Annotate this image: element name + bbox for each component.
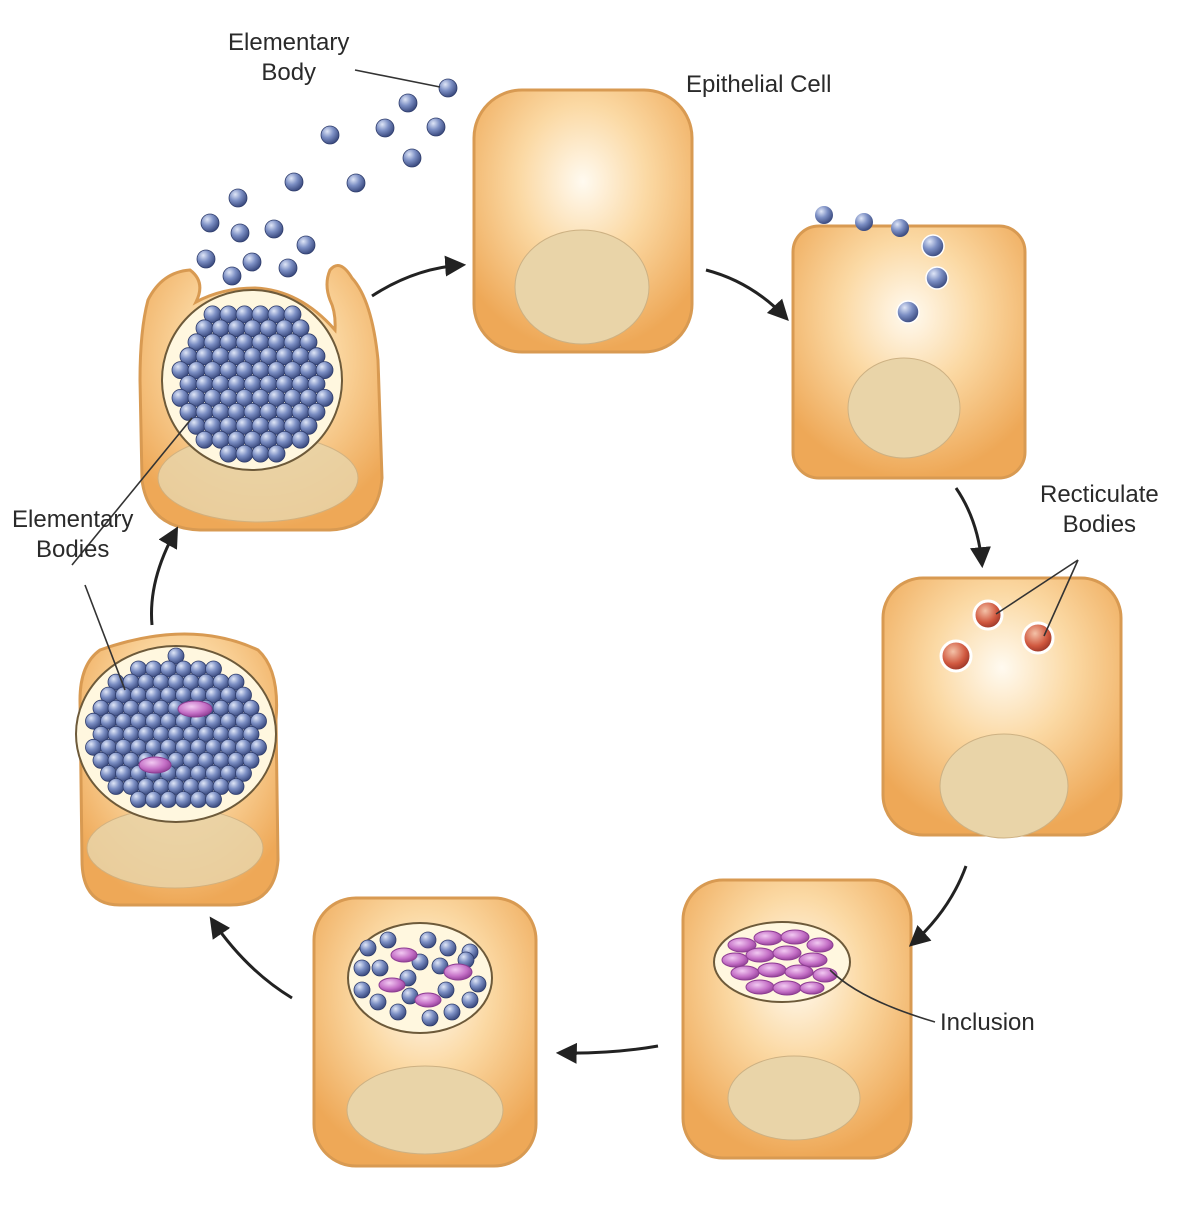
elementary-body bbox=[427, 118, 445, 136]
arrow-inclusion-to-mixed bbox=[560, 1046, 658, 1053]
elementary-body bbox=[422, 1010, 438, 1026]
elementary-body bbox=[243, 253, 261, 271]
elementary-body bbox=[161, 792, 177, 808]
elementary-body bbox=[236, 445, 253, 462]
cell-reticulate-bodies bbox=[883, 578, 1121, 838]
reticulate-body bbox=[974, 601, 1002, 629]
elementary-body bbox=[926, 267, 948, 289]
leader-elementary-body bbox=[355, 70, 440, 87]
elementary-body bbox=[252, 445, 269, 462]
nucleus bbox=[940, 734, 1068, 838]
elementary-body bbox=[376, 119, 394, 137]
label-epithelial-cell: Epithelial Cell bbox=[686, 70, 831, 100]
elementary-body bbox=[390, 1004, 406, 1020]
elementary-body bbox=[440, 940, 456, 956]
elementary-body bbox=[285, 173, 303, 191]
elementary-body bbox=[108, 779, 124, 795]
elementary-body bbox=[462, 992, 478, 1008]
elementary-body bbox=[265, 220, 283, 238]
cell-differentiation bbox=[314, 898, 536, 1166]
elementary-body bbox=[223, 267, 241, 285]
elementary-body bbox=[146, 792, 162, 808]
elementary-body bbox=[231, 224, 249, 242]
nucleus bbox=[848, 358, 960, 458]
elementary-body bbox=[279, 259, 297, 277]
cell-release bbox=[140, 266, 382, 531]
elementary-body bbox=[444, 1004, 460, 1020]
arrow-full-to-release bbox=[152, 530, 177, 625]
elementary-body bbox=[321, 126, 339, 144]
elementary-body bbox=[891, 219, 909, 237]
elementary-body bbox=[206, 792, 222, 808]
elementary-body bbox=[347, 174, 365, 192]
cell-inclusion bbox=[683, 880, 911, 1158]
arrow-rb-to-inclusion bbox=[912, 866, 966, 944]
label-recticulate-bodies: Recticulate Bodies bbox=[1040, 480, 1159, 540]
nucleus bbox=[728, 1056, 860, 1140]
elementary-body bbox=[176, 792, 192, 808]
elementary-body bbox=[370, 994, 386, 1010]
elementary-body bbox=[292, 431, 309, 448]
elementary-bodies-group bbox=[172, 306, 333, 462]
elementary-body bbox=[420, 932, 436, 948]
elementary-body bbox=[220, 445, 237, 462]
elementary-body bbox=[470, 976, 486, 992]
arrow-release-to-cell bbox=[372, 265, 462, 296]
elementary-body bbox=[855, 213, 873, 231]
elementary-body bbox=[228, 779, 244, 795]
elementary-body bbox=[403, 149, 421, 167]
nucleus bbox=[515, 230, 649, 344]
elementary-body bbox=[360, 940, 376, 956]
elementary-body bbox=[399, 94, 417, 112]
elementary-body bbox=[268, 445, 285, 462]
elementary-body bbox=[201, 214, 219, 232]
cell-uninfected bbox=[474, 90, 692, 352]
label-elementary-body: Elementary Body bbox=[228, 28, 349, 88]
elementary-body bbox=[354, 960, 370, 976]
elementary-body bbox=[380, 932, 396, 948]
elementary-body bbox=[229, 189, 247, 207]
cell-full-inclusion bbox=[76, 634, 278, 905]
elementary-body bbox=[196, 431, 213, 448]
elementary-body bbox=[372, 960, 388, 976]
cell-attachment bbox=[793, 206, 1025, 478]
label-inclusion: Inclusion bbox=[940, 1008, 1035, 1038]
label-elementary-bodies: Elementary Bodies bbox=[12, 505, 133, 565]
elementary-body bbox=[922, 235, 944, 257]
elementary-body bbox=[131, 792, 147, 808]
reticulate-body bbox=[941, 641, 971, 671]
elementary-body bbox=[297, 236, 315, 254]
elementary-body bbox=[191, 792, 207, 808]
elementary-body bbox=[197, 250, 215, 268]
elementary-body bbox=[897, 301, 919, 323]
elementary-body bbox=[354, 982, 370, 998]
arrow-attachment-to-rb bbox=[956, 488, 982, 564]
released-elementary-bodies bbox=[197, 79, 457, 285]
elementary-body bbox=[439, 79, 457, 97]
elementary-body bbox=[815, 206, 833, 224]
nucleus bbox=[347, 1066, 503, 1154]
arrow-mixed-to-full bbox=[212, 920, 292, 998]
arrow-cell-to-attachment bbox=[706, 270, 786, 318]
elementary-body bbox=[438, 982, 454, 998]
